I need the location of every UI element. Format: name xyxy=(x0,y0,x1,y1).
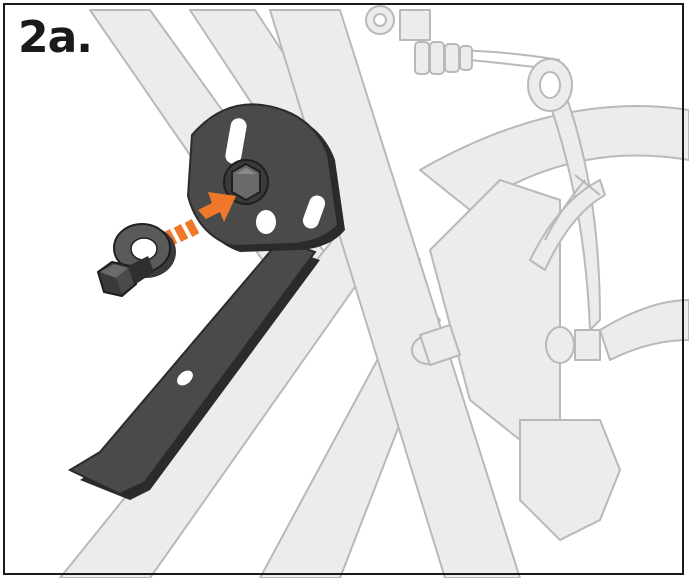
panel-border xyxy=(3,3,684,575)
step-number-label: 2a. xyxy=(18,14,92,62)
